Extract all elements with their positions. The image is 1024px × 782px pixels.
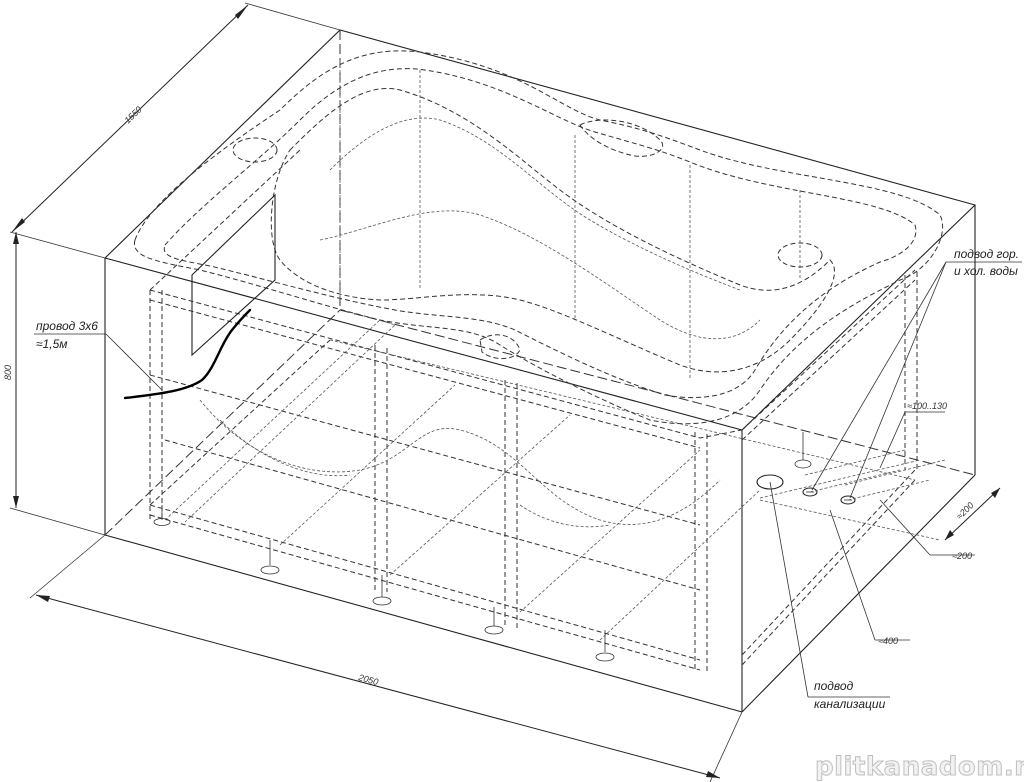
dimension-width: 1550 <box>9 2 341 259</box>
power-cable <box>123 308 252 400</box>
dimension-length-label: 2050 <box>357 672 380 687</box>
watermark: plitkanadom.ru <box>815 752 1024 782</box>
offset-100-130-label: ≈100..130 <box>907 401 947 411</box>
water-supply-line2: и хол. воды <box>954 264 1018 278</box>
leg <box>484 607 504 635</box>
electrical-panel <box>191 193 276 357</box>
leg <box>595 630 615 662</box>
wire-callout-line2: ≈1,5м <box>36 337 68 351</box>
drain-outlet <box>756 474 784 490</box>
leg <box>794 432 812 469</box>
drain-callout: подвод канализации <box>769 481 890 711</box>
water-supply-callout: подвод гор. и хол. воды <box>811 247 1022 499</box>
drain-callout-line1: подвод <box>814 679 854 693</box>
wire-callout-line1: провод 3х6 <box>36 319 98 333</box>
adjustable-legs <box>153 432 812 662</box>
support-frame <box>149 149 918 674</box>
dimension-height-label: 800 <box>3 365 13 380</box>
water-supply-line1: подвод гор. <box>954 247 1019 261</box>
leg <box>153 505 171 526</box>
leg <box>260 540 280 575</box>
offset-200-bottom-label: ≈200 <box>952 551 972 561</box>
offset-200-right-label: ≈200 <box>954 500 975 521</box>
dimension-height: 800 <box>3 232 106 536</box>
drain-callout-line2: канализации <box>814 697 886 711</box>
leg <box>372 575 392 606</box>
bathtub-shell <box>134 50 944 528</box>
wire-callout: провод 3х6 ≈1,5м <box>34 319 163 391</box>
offset-400-label: ≈400 <box>878 636 898 646</box>
cold-water-inlet <box>840 495 856 505</box>
floor-plumbing <box>756 449 946 541</box>
bounding-box <box>104 29 977 713</box>
dimension-width-label: 1550 <box>122 104 143 125</box>
hot-water-inlet <box>802 487 818 497</box>
